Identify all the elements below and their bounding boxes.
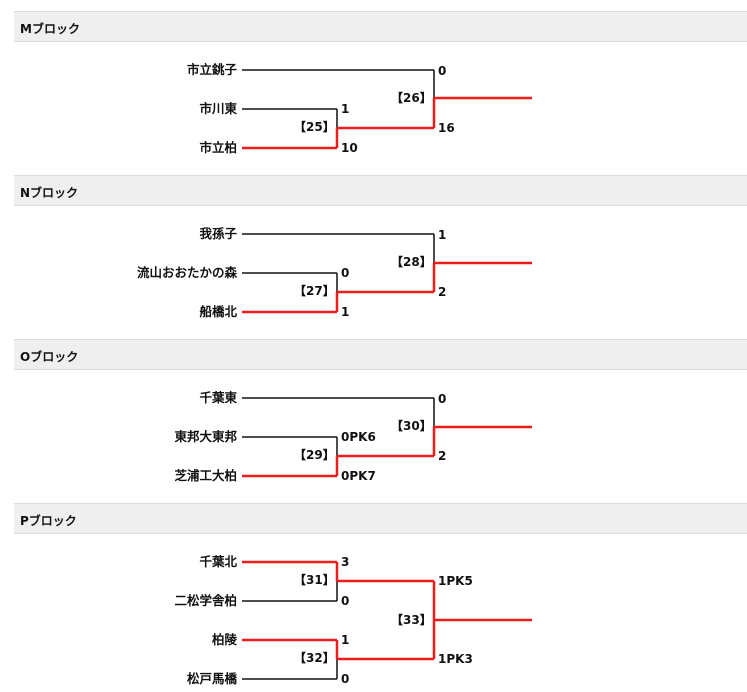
- score: 0PK6: [341, 430, 376, 444]
- team-name: 我孫子: [199, 226, 237, 241]
- score: 0: [341, 672, 349, 686]
- score: 16: [438, 121, 455, 135]
- score: 0: [438, 64, 446, 78]
- team-name: 柏陵: [212, 632, 238, 647]
- block-m: Mブロック 市立銚子 市川東 市立柏 1 10 【25】 0 16 【26】: [14, 11, 747, 165]
- block-n: Nブロック 我孫子 流山おおたかの森 船橋北 0 1 【27】 1 2 【28】: [14, 175, 747, 329]
- team-name: 流山おおたかの森: [137, 265, 238, 280]
- score: 0PK7: [341, 469, 376, 483]
- score: 0: [341, 266, 349, 280]
- team-name: 千葉北: [199, 554, 237, 569]
- score: 1PK3: [438, 652, 473, 666]
- match-number: 【29】: [294, 447, 335, 462]
- team-name: 東邦大東邦: [174, 429, 237, 444]
- team-name: 市川東: [199, 101, 237, 116]
- team-name: 芝浦工大柏: [174, 468, 237, 483]
- match-number: 【30】: [391, 418, 432, 433]
- block-title: Nブロック: [20, 186, 79, 200]
- block-p: Pブロック 千葉北 二松学舎柏 柏陵 松戸馬橋 3 0 【31】 1 0 【32…: [14, 503, 747, 692]
- block-title: Pブロック: [20, 514, 77, 528]
- match-number: 【25】: [294, 119, 335, 134]
- block-header: Pブロック: [14, 503, 747, 534]
- team-name: 市立柏: [199, 140, 237, 155]
- match-number: 【33】: [391, 612, 432, 627]
- match-number: 【27】: [294, 283, 335, 298]
- team-name: 千葉東: [199, 390, 237, 405]
- team-name: 松戸馬橋: [187, 671, 238, 686]
- block-header: Oブロック: [14, 339, 747, 370]
- block-o: Oブロック 千葉東 東邦大東邦 芝浦工大柏 0PK6 0PK7 【29】 0 2…: [14, 339, 747, 493]
- team-name: 二松学舎柏: [174, 593, 237, 608]
- bracket-p: 千葉北 二松学舎柏 柏陵 松戸馬橋 3 0 【31】 1 0 【32】: [174, 554, 532, 686]
- score: 0: [438, 392, 446, 406]
- score: 1: [341, 633, 349, 647]
- match-number: 【32】: [294, 650, 335, 665]
- score: 1: [438, 228, 446, 242]
- score: 1: [341, 102, 349, 116]
- match-number: 【28】: [391, 254, 432, 269]
- bracket-n: 我孫子 流山おおたかの森 船橋北 0 1 【27】 1 2 【28】: [137, 226, 532, 319]
- block-title: Mブロック: [20, 22, 80, 36]
- team-name: 船橋北: [199, 304, 237, 319]
- score: 1PK5: [438, 574, 473, 588]
- score: 0: [341, 594, 349, 608]
- team-name: 市立銚子: [187, 62, 238, 77]
- score: 2: [438, 285, 446, 299]
- score: 10: [341, 141, 358, 155]
- score: 1: [341, 305, 349, 319]
- block-title: Oブロック: [20, 350, 79, 364]
- bracket-o: 千葉東 東邦大東邦 芝浦工大柏 0PK6 0PK7 【29】 0 2 【30】: [174, 390, 532, 483]
- score: 3: [341, 555, 349, 569]
- match-number: 【26】: [391, 90, 432, 105]
- bracket-m: 市立銚子 市川東 市立柏 1 10 【25】 0 16 【26】: [187, 62, 532, 155]
- match-number: 【31】: [294, 572, 335, 587]
- block-header: Nブロック: [14, 175, 747, 206]
- block-header: Mブロック: [14, 11, 747, 42]
- score: 2: [438, 449, 446, 463]
